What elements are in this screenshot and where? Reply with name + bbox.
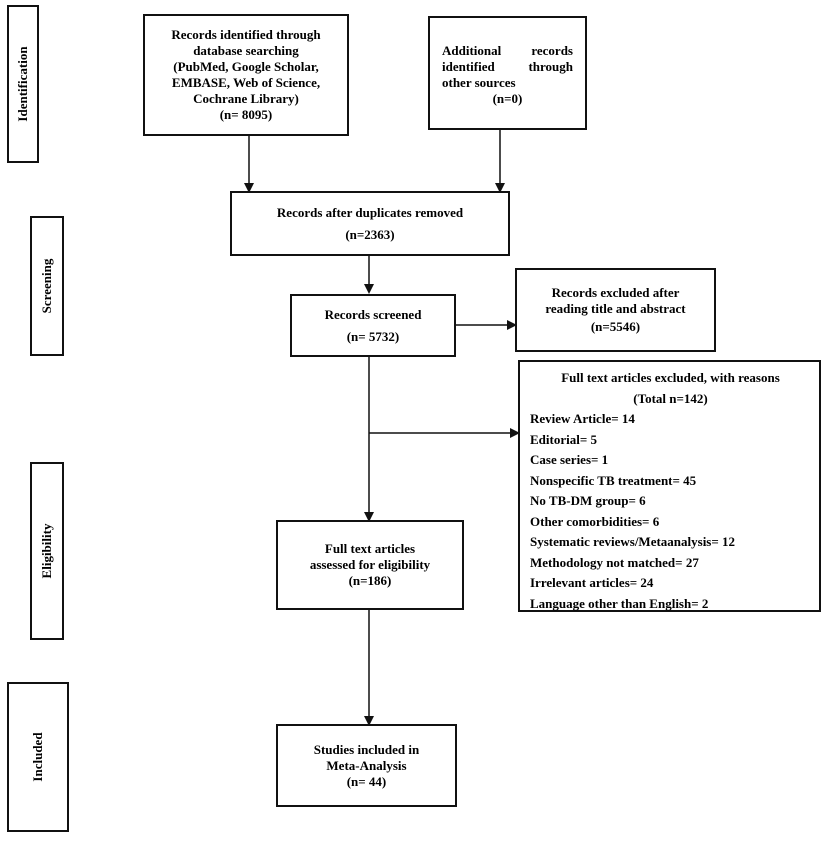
screened-line1: Records screened [324, 306, 422, 322]
eligibility-line1: Full text articles [324, 541, 416, 556]
included-count: (n= 44) [346, 773, 387, 789]
box-duplicates-removed: Records after duplicates removed (n=2363… [230, 191, 510, 256]
stage-eligibility: Eligibility [30, 462, 64, 640]
fulltext-excluded-title: Full text articles excluded, with reason… [561, 370, 780, 385]
box-records-identified: Records identified through database sear… [143, 14, 349, 136]
stage-screening: Screening [30, 216, 64, 356]
fulltext-excluded-total: (Total n=142) [633, 390, 708, 406]
reason-item: Nonspecific TB treatment= 45 [530, 472, 697, 488]
reason-item: No TB-DM group= 6 [530, 493, 646, 508]
reason-item: Systematic reviews/Metaanalysis= 12 [530, 534, 736, 549]
identified-line2: database searching [193, 43, 299, 58]
identified-line1: Records identified through [171, 27, 321, 42]
eligibility-line2: assessed for eligibility [309, 557, 431, 572]
identified-line5: Cochrane Library) [193, 91, 299, 106]
reason-item: Methodology not matched= 27 [530, 554, 699, 570]
identified-line3: (PubMed, Google Scholar, [173, 59, 319, 74]
box-records-screened: Records screened (n= 5732) [290, 294, 456, 357]
stage-identification: Identification [7, 5, 39, 163]
box-eligibility: Full text articles assessed for eligibil… [276, 520, 464, 610]
box-fulltext-excluded: Full text articles excluded, with reason… [518, 360, 821, 612]
additional-line3: other sources [442, 75, 516, 90]
box-studies-included: Studies included in Meta-Analysis (n= 44… [276, 724, 457, 807]
excluded-line2: reading title and abstract [545, 301, 686, 316]
additional-line1: Additional records [442, 43, 573, 58]
reason-item: Review Article= 14 [530, 411, 635, 426]
reason-item: Case series= 1 [530, 452, 609, 467]
additional-count: (n=0) [492, 91, 523, 106]
box-records-excluded: Records excluded after reading title and… [515, 268, 716, 352]
identified-line4: EMBASE, Web of Science, [171, 75, 321, 90]
reason-item: Irrelevant articles= 24 [530, 575, 654, 590]
eligibility-count: (n=186) [348, 573, 392, 588]
additional-line2: identified through [442, 59, 573, 74]
reason-item: Other comorbidities= 6 [530, 513, 660, 529]
screened-count: (n= 5732) [346, 328, 400, 344]
duplicates-line1: Records after duplicates removed [276, 204, 464, 220]
included-line2: Meta-Analysis [326, 757, 407, 773]
box-additional-records: Additional records identified through ot… [428, 16, 587, 130]
included-line1: Studies included in [313, 741, 420, 757]
stage-included: Included [7, 682, 69, 832]
excluded-line1: Records excluded after [551, 285, 680, 300]
duplicates-count: (n=2363) [345, 226, 395, 242]
reason-item: Language other than English= 2 [530, 595, 709, 611]
identified-count: (n= 8095) [219, 107, 273, 122]
excluded-count: (n=5546) [590, 319, 641, 334]
reason-item: Editorial= 5 [530, 431, 597, 447]
